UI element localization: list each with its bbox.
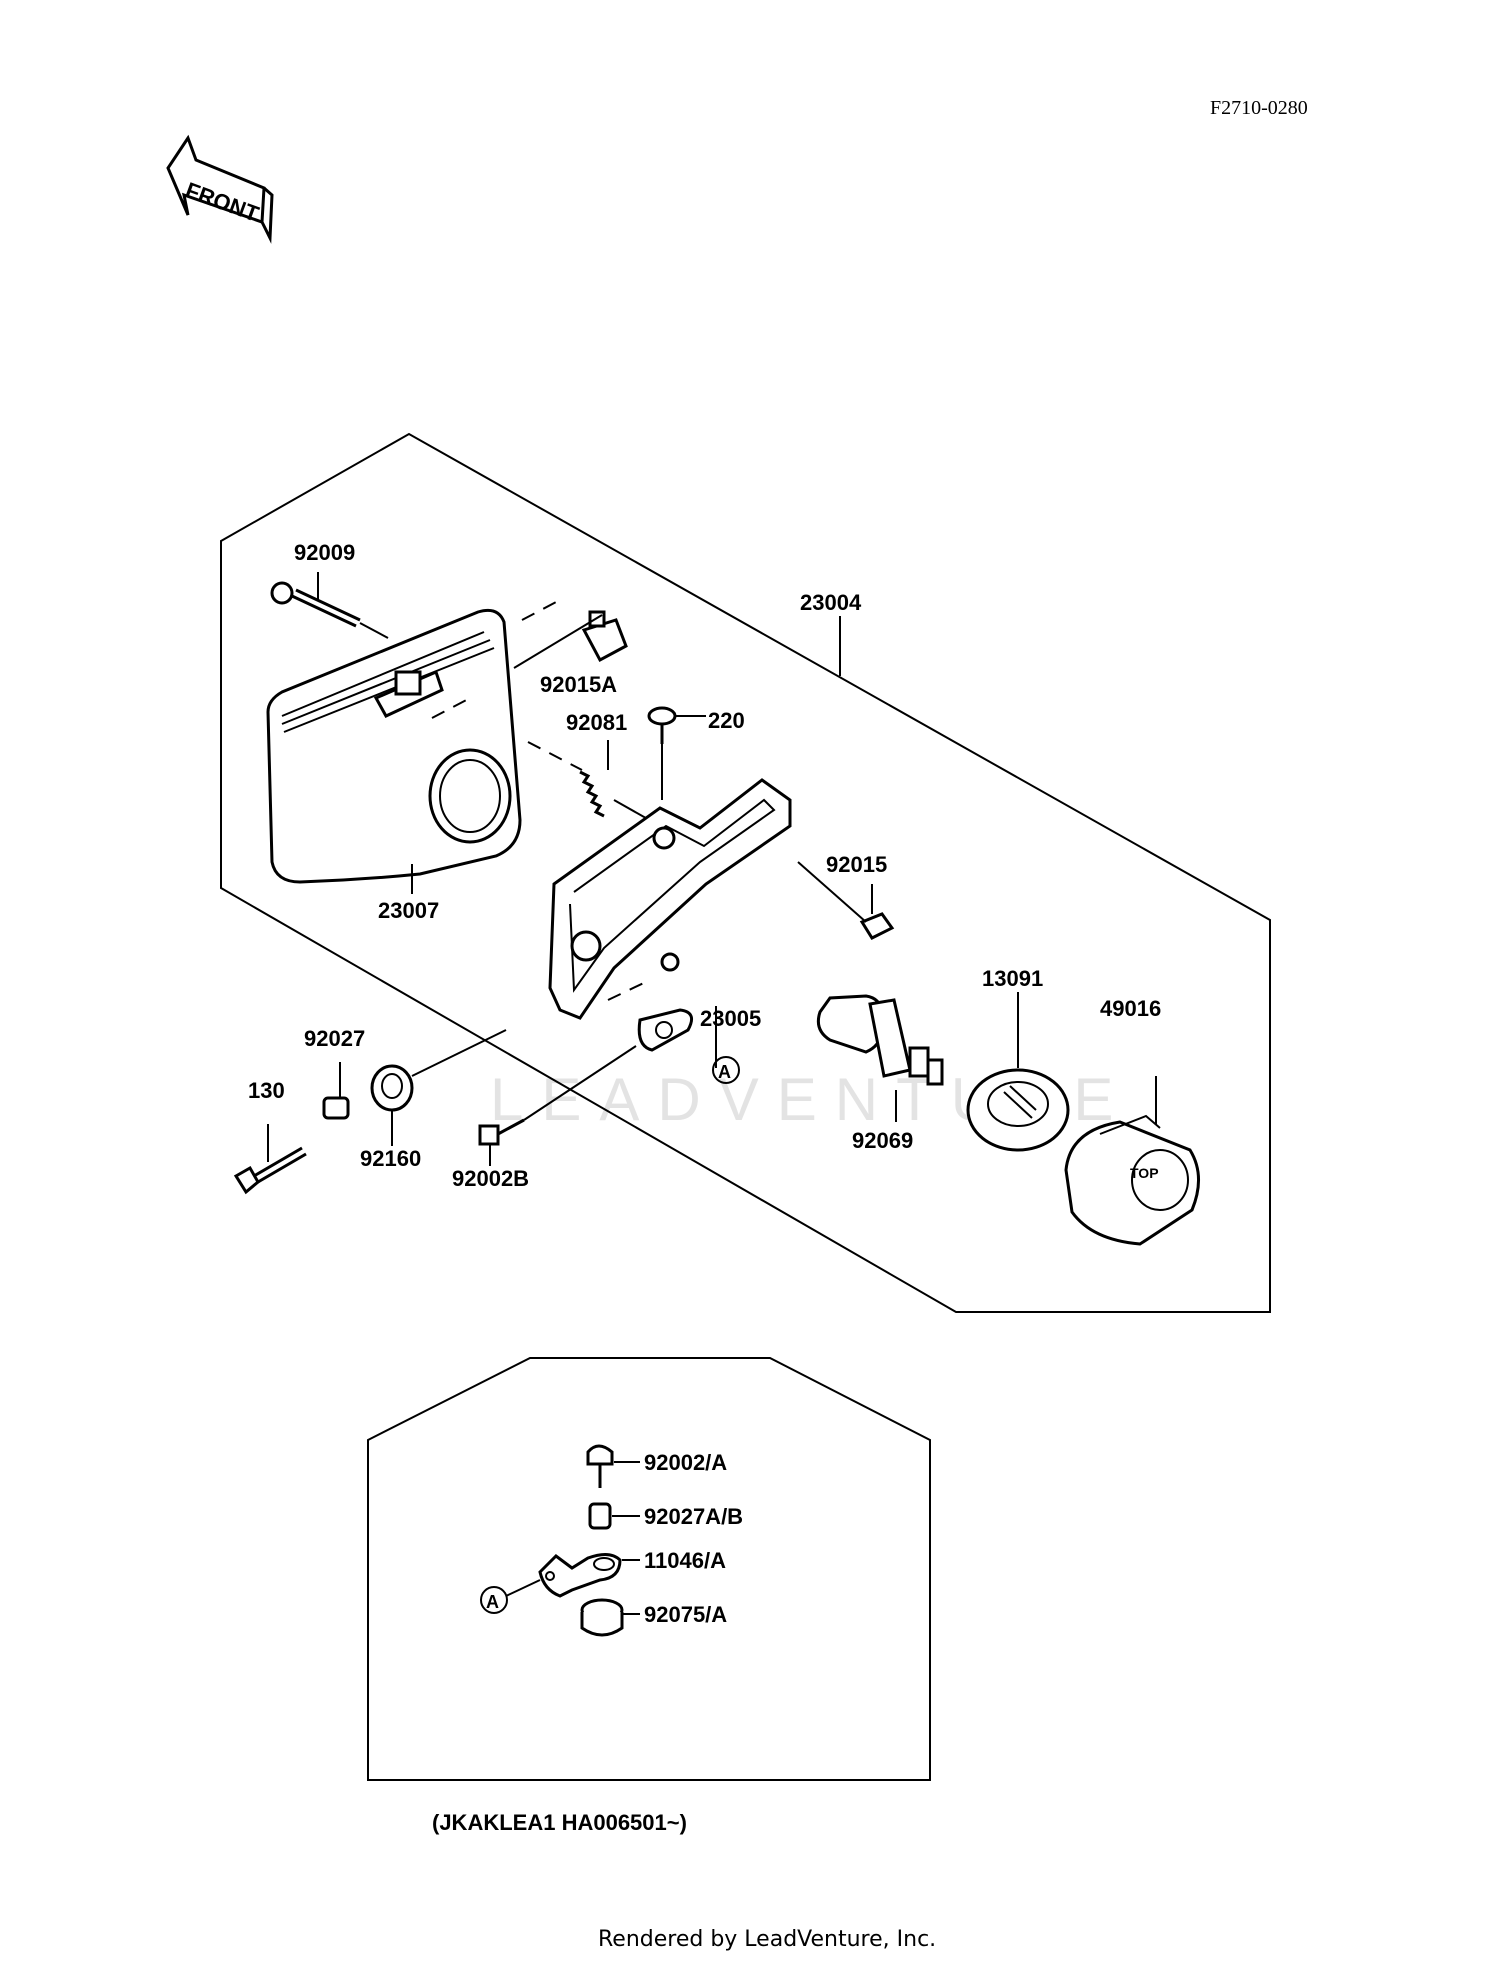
footer-credit: Rendered by LeadVenture, Inc.	[598, 1927, 936, 1952]
cover-49016: TOP	[1064, 1076, 1201, 1246]
label-92015A: 92015A	[540, 672, 617, 697]
bolt-130	[233, 1124, 307, 1195]
label-92009: 92009	[294, 540, 355, 565]
bulb-92069	[816, 994, 944, 1122]
label-11046A: 11046/A	[644, 1548, 726, 1573]
collar-92027	[322, 1062, 350, 1120]
guide-line	[431, 695, 475, 719]
label-92075A: 92075/A	[644, 1602, 727, 1627]
label-92027AB: 92027A/B	[644, 1504, 743, 1529]
inset-ref-marker-text: A	[486, 1592, 499, 1612]
diagram-code: F2710-0280	[1210, 97, 1308, 119]
label-92015: 92015	[826, 852, 887, 877]
inset-terminal-11046A	[505, 1553, 640, 1598]
front-label: FRONT	[182, 177, 262, 227]
inset-grommet-92075A	[580, 1598, 640, 1637]
label-92002A: 92002/A	[644, 1450, 727, 1475]
bolt-92002B	[478, 1045, 637, 1166]
label-92081: 92081	[566, 710, 627, 735]
guide-line	[607, 979, 651, 1001]
socket-13091	[966, 992, 1070, 1152]
inset-bolt-92002A	[586, 1444, 640, 1488]
nut-92015	[797, 861, 895, 940]
clip-92015A	[513, 610, 628, 669]
label-23004: 23004	[800, 590, 862, 615]
headlight-lens	[266, 608, 522, 884]
label-130: 130	[248, 1078, 285, 1103]
label-220: 220	[708, 708, 745, 733]
label-92069: 92069	[852, 1128, 913, 1153]
label-13091: 13091	[982, 966, 1043, 991]
label-92002B: 92002B	[452, 1166, 529, 1191]
screw-220	[647, 706, 706, 800]
label-49016: 49016	[1100, 996, 1161, 1021]
inset-collar-92027AB	[588, 1502, 640, 1530]
guide-line	[521, 599, 561, 621]
inset-ref-marker-a: A	[480, 1586, 508, 1614]
ref-marker-a: A	[712, 1056, 740, 1084]
label-23007: 23007	[378, 898, 439, 923]
cover-top-text: TOP	[1130, 1165, 1159, 1181]
label-23005: 23005	[700, 1006, 761, 1031]
label-92160: 92160	[360, 1146, 421, 1171]
front-arrow-icon: FRONT	[166, 134, 274, 244]
spring-92081	[527, 740, 661, 827]
headlight-frame	[548, 778, 792, 1068]
label-92027: 92027	[304, 1026, 365, 1051]
inset-outline	[367, 1357, 931, 1781]
serial-note: (JKAKLEA1 HA006501~)	[432, 1810, 687, 1835]
screw-92009	[270, 572, 389, 639]
ref-marker-a-text: A	[718, 1062, 731, 1082]
assembly-outline	[220, 432, 1271, 1313]
grommet-92160	[370, 1029, 507, 1146]
